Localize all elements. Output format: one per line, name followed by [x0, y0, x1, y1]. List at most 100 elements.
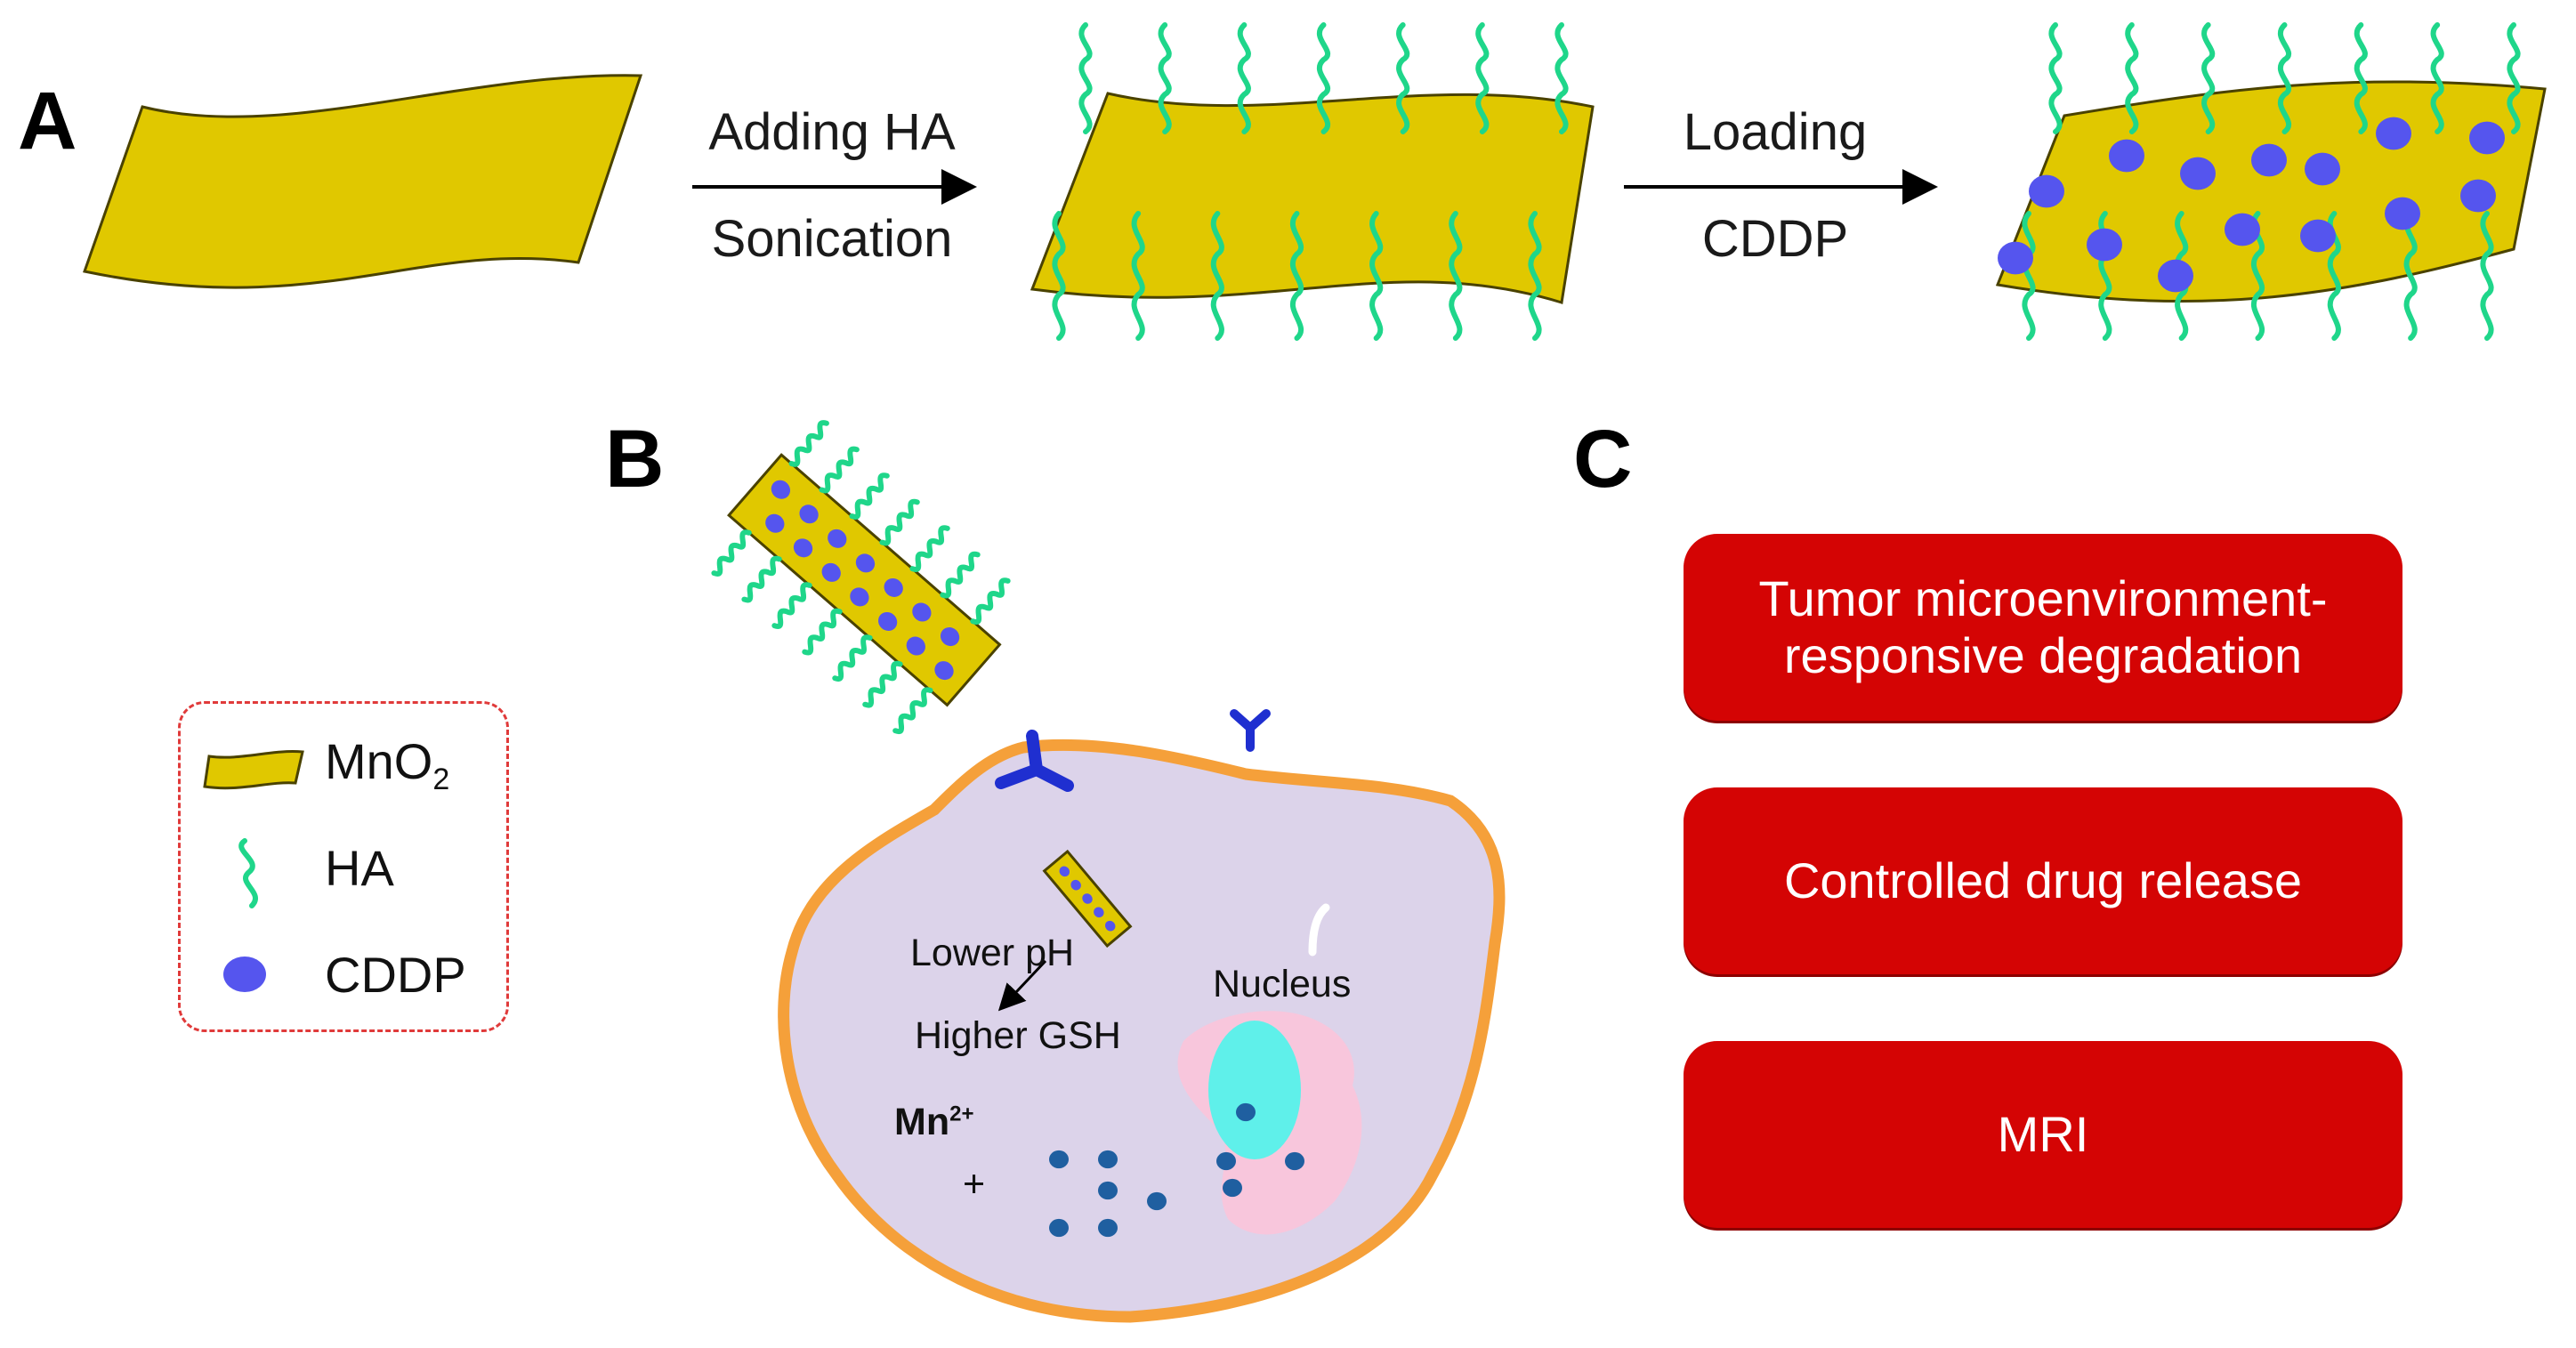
cddp-dot: [2158, 259, 2193, 293]
ha-strand: [2277, 22, 2292, 134]
cddp-dot: [2460, 179, 2496, 213]
ha-strand: [1316, 22, 1331, 134]
ha-strand: [1369, 211, 1384, 341]
legend-label-cddp: CDDP: [325, 947, 466, 1003]
legend-label-ha: HA: [325, 840, 394, 896]
released-drug-group: [1049, 1102, 1304, 1238]
cddp-dot: [2251, 143, 2287, 177]
ha-strand: [2022, 211, 2036, 341]
cddp-dot: [1070, 879, 1081, 891]
released-drug-dot: [1098, 1218, 1118, 1238]
nucleus: [1208, 1021, 1301, 1159]
ha-strand: [771, 582, 812, 629]
released-drug-dot: [1049, 1150, 1069, 1169]
feature-drug-release-box: Controlled drug release: [1684, 787, 2402, 974]
entering-nanosheet: [711, 420, 1011, 735]
ha-strand: [970, 577, 1011, 626]
ha-strand: [1396, 22, 1410, 134]
released-drug-dot: [1236, 1102, 1256, 1122]
vesicle-curl: [1308, 903, 1330, 957]
ha-strand-icon: [238, 838, 258, 908]
ha-strand: [802, 608, 843, 656]
cddp-dot: [2180, 157, 2216, 190]
panel-letter-a: A: [18, 76, 77, 166]
ha-strand: [1158, 22, 1172, 134]
step2-top-label: Loading: [1683, 103, 1868, 161]
ha-strand: [788, 420, 829, 467]
mno2-sheet-bare: [83, 74, 643, 289]
ha-strand: [832, 634, 873, 682]
ha-strand: [879, 498, 920, 546]
cddp-dot: [793, 538, 813, 558]
ha-strand: [2507, 22, 2521, 134]
ph-arrow: [997, 959, 1047, 1012]
cddp-dot: [884, 577, 903, 597]
cddp-dot: [799, 504, 819, 524]
cddp-dot: [821, 562, 841, 582]
cddp-dot: [771, 480, 791, 499]
cddp-dot: [934, 661, 954, 681]
ha-strand: [711, 529, 752, 577]
cddp-dot: [1082, 893, 1093, 904]
ha-strand: [2250, 211, 2265, 341]
ha-strand: [2201, 22, 2216, 134]
cddp-dot: [855, 553, 876, 573]
mn-ion-label: Mn2+: [894, 1101, 974, 1143]
ha-strand: [1475, 22, 1490, 134]
cddp-dot: [1094, 907, 1104, 918]
ha-strand: [1554, 22, 1569, 134]
ha-strand: [2354, 22, 2368, 134]
feature-degradation-box: Tumor microenvironment- responsive degra…: [1684, 534, 2402, 721]
cddp-dot: [2385, 197, 2420, 230]
cddp-dot: [906, 636, 925, 656]
cddp-dot: [877, 611, 898, 631]
released-drug-dot: [1049, 1218, 1069, 1238]
released-drug-dot: [1098, 1150, 1118, 1169]
panel-letter-c: C: [1573, 414, 1633, 504]
cddp-dot: [1059, 866, 1070, 877]
cddp-dot-icon: [223, 957, 266, 992]
cddp-dot: [2225, 213, 2260, 246]
cell-body: [778, 739, 1506, 1323]
released-drug-dot: [1098, 1181, 1118, 1200]
cddp-dots-group: [1998, 117, 2505, 293]
step2-bottom-label: CDDP: [1701, 210, 1849, 268]
released-drug-dot: [1223, 1178, 1242, 1198]
receptor-small: [1230, 709, 1271, 752]
cddp-dot: [2109, 139, 2144, 173]
mno2-sheet-icon: [203, 750, 304, 790]
step1-top-label: Adding HA: [708, 103, 956, 161]
ha-strand: [1237, 22, 1251, 134]
cddp-dot: [850, 587, 869, 607]
cddp-dot: [2300, 219, 2336, 253]
cddp-dot: [2469, 121, 2505, 155]
released-drug-dot: [1285, 1151, 1304, 1171]
mno2-sheet-ha: [1030, 92, 1595, 304]
ha-strand: [909, 525, 950, 572]
ha-strand: [2125, 22, 2139, 134]
cddp-dot: [1104, 920, 1116, 932]
legend-label-mno2: MnO2: [325, 733, 450, 797]
nucleus-label: Nucleus: [1213, 963, 1352, 1005]
ha-strand: [2430, 22, 2444, 134]
cddp-dot: [912, 602, 932, 622]
cddp-dot: [940, 627, 960, 647]
ha-strand: [1131, 211, 1145, 341]
ha-strand: [862, 660, 903, 708]
ha-strand: [1528, 211, 1542, 341]
ha-strand: [1449, 211, 1463, 341]
ha-strand: [741, 555, 782, 603]
ha-strand: [892, 687, 933, 735]
ha-strand: [1210, 211, 1224, 341]
ha-strand: [1289, 211, 1304, 341]
ha-strand: [2480, 211, 2494, 341]
receptor-large: [995, 730, 1074, 792]
released-drug-dot: [1216, 1151, 1236, 1171]
cddp-dot: [2087, 228, 2122, 262]
cddp-dot: [2029, 174, 2064, 208]
plus-sign: +: [963, 1163, 986, 1206]
internalised-nanosheet: [1042, 849, 1133, 948]
cddp-dot: [2305, 152, 2340, 186]
